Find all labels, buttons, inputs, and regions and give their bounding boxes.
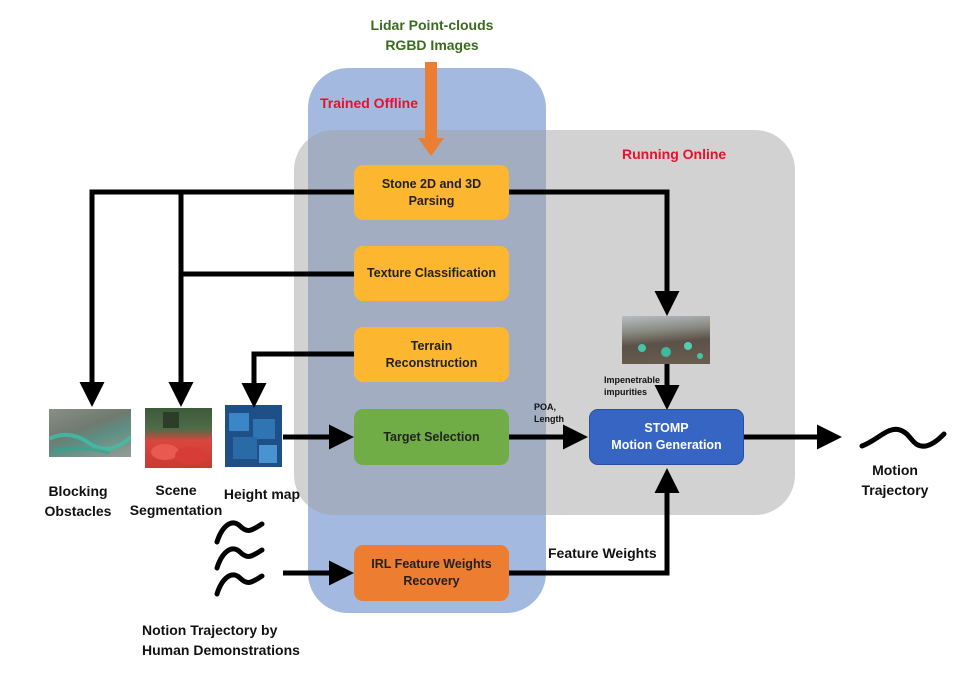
scene-segmentation-image	[145, 408, 212, 468]
offline-region-title: Trained Offline	[320, 95, 419, 111]
input-data-label: Lidar Point-clouds RGBD Images	[370, 17, 494, 53]
height-map-image	[225, 405, 282, 467]
online-region-title: Running Online	[622, 146, 727, 162]
arrow-to-height-map	[241, 351, 354, 408]
height-map-label: Height map	[223, 486, 301, 502]
demonstration-curves	[214, 520, 265, 597]
terrain-photo-image	[622, 316, 710, 364]
demonstration-label: Notion Trajectory by Human Demonstration…	[142, 622, 300, 658]
stomp-motion-box: STOMP Motion Generation	[589, 409, 744, 465]
arrow-to-terrain-photo	[509, 189, 680, 316]
blocking-obstacles-image	[49, 409, 131, 457]
input-arrow-head	[418, 138, 444, 156]
stone-parsing-box: Stone 2D and 3D Parsing	[354, 165, 509, 220]
motion-trajectory-curve	[859, 426, 947, 449]
terrain-reconstruction-box: Terrain Reconstruction	[354, 327, 509, 382]
impenetrable-label: Impenetrable impurities	[604, 375, 661, 397]
scene-segmentation-label: Scene Segmentation	[129, 482, 223, 518]
arrow-to-blocking-obstacles	[79, 189, 354, 407]
texture-classification-box: Texture Classification	[354, 246, 509, 301]
target-selection-box: Target Selection	[354, 409, 509, 465]
arrow-irl-to-stomp	[509, 468, 680, 576]
poa-length-label: POA, Length	[534, 402, 564, 424]
irl-feature-weights-box: IRL Feature Weights Recovery	[354, 545, 509, 601]
blocking-obstacles-label: Blocking Obstacles	[44, 483, 112, 519]
input-arrow-shaft	[425, 62, 437, 142]
feature-weights-label: Feature Weights	[548, 545, 657, 561]
motion-trajectory-label: Motion Trajectory	[861, 462, 929, 498]
